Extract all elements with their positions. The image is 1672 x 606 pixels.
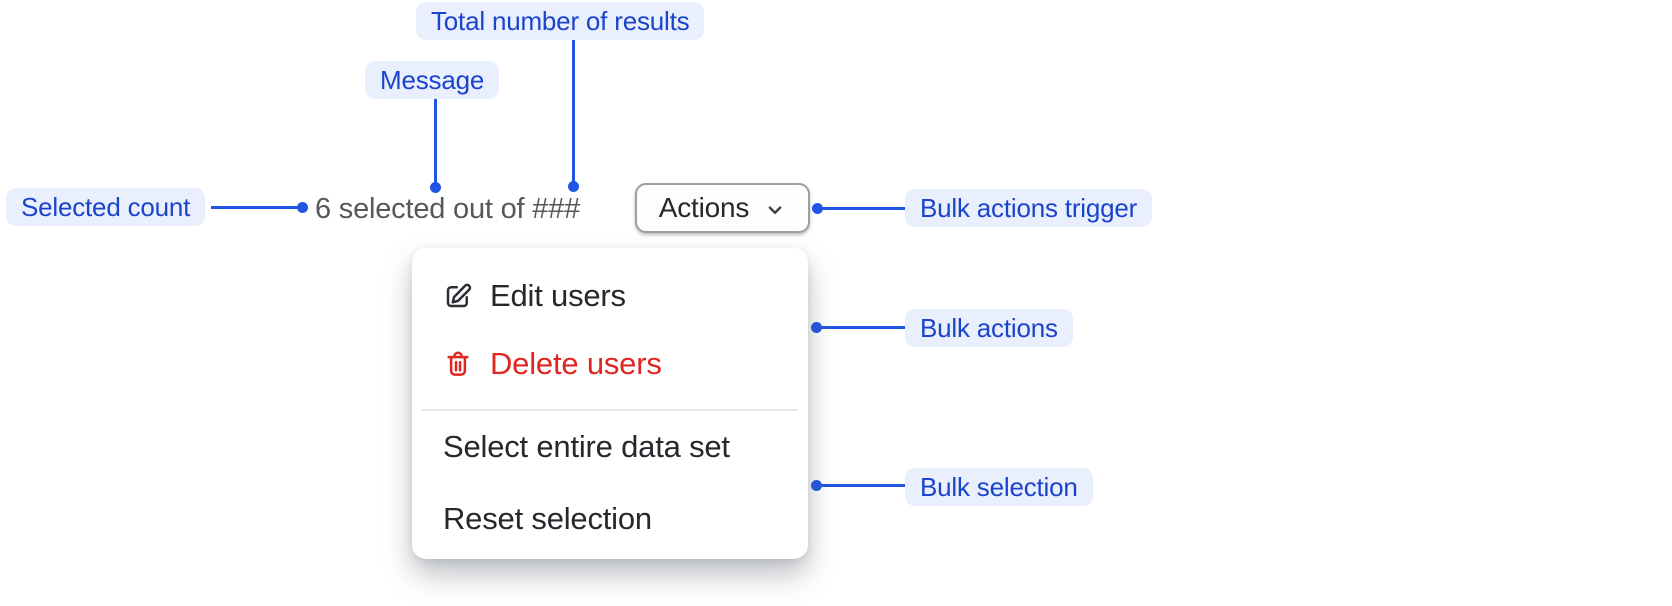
connector-dot-bulk-actions bbox=[811, 322, 822, 333]
connector-dot-bulk-actions-trigger bbox=[812, 203, 823, 214]
menu-item-edit-users[interactable]: Edit users bbox=[412, 262, 808, 330]
annotation-chip-selected-count: Selected count bbox=[6, 188, 206, 226]
connector-line-selected-count bbox=[211, 206, 303, 209]
menu-divider bbox=[422, 409, 798, 411]
connector-line-bulk-actions bbox=[820, 326, 905, 329]
menu-item-label: Delete users bbox=[490, 346, 662, 381]
connector-dot-total-results bbox=[568, 181, 579, 192]
annotation-chip-total-results: Total number of results bbox=[416, 2, 705, 40]
connector-line-message bbox=[434, 99, 437, 187]
connector-line-bulk-actions-trigger bbox=[821, 207, 905, 210]
connector-dot-selected-count bbox=[297, 202, 308, 213]
connector-dot-bulk-selection bbox=[811, 480, 822, 491]
menu-item-delete-users[interactable]: Delete users bbox=[412, 330, 808, 398]
menu-item-label: Select entire data set bbox=[443, 429, 730, 464]
annotation-chip-bulk-actions-trigger: Bulk actions trigger bbox=[905, 189, 1153, 227]
menu-item-label: Edit users bbox=[490, 278, 626, 313]
trash-icon bbox=[447, 351, 469, 376]
annotation-chip-bulk-selection: Bulk selection bbox=[905, 468, 1093, 506]
actions-button-label: Actions bbox=[658, 192, 750, 223]
connector-line-total-results bbox=[572, 40, 575, 187]
menu-item-reset-selection[interactable]: Reset selection bbox=[412, 483, 808, 555]
menu-item-label: Reset selection bbox=[443, 501, 652, 536]
annotation-chip-bulk-actions: Bulk actions bbox=[905, 309, 1073, 347]
connector-dot-message bbox=[430, 182, 441, 193]
edit-icon bbox=[446, 283, 472, 308]
bulk-actions-trigger-button[interactable]: Actions bbox=[635, 183, 810, 233]
chevron-down-icon bbox=[768, 205, 782, 214]
menu-item-select-entire-data-set[interactable]: Select entire data set bbox=[412, 411, 808, 483]
annotation-chip-message: Message bbox=[365, 61, 500, 99]
bulk-actions-menu: Edit users Delete users Select entire da… bbox=[412, 248, 808, 559]
connector-line-bulk-selection bbox=[820, 484, 905, 487]
selection-summary-text: 6 selected out of ### bbox=[315, 193, 581, 225]
